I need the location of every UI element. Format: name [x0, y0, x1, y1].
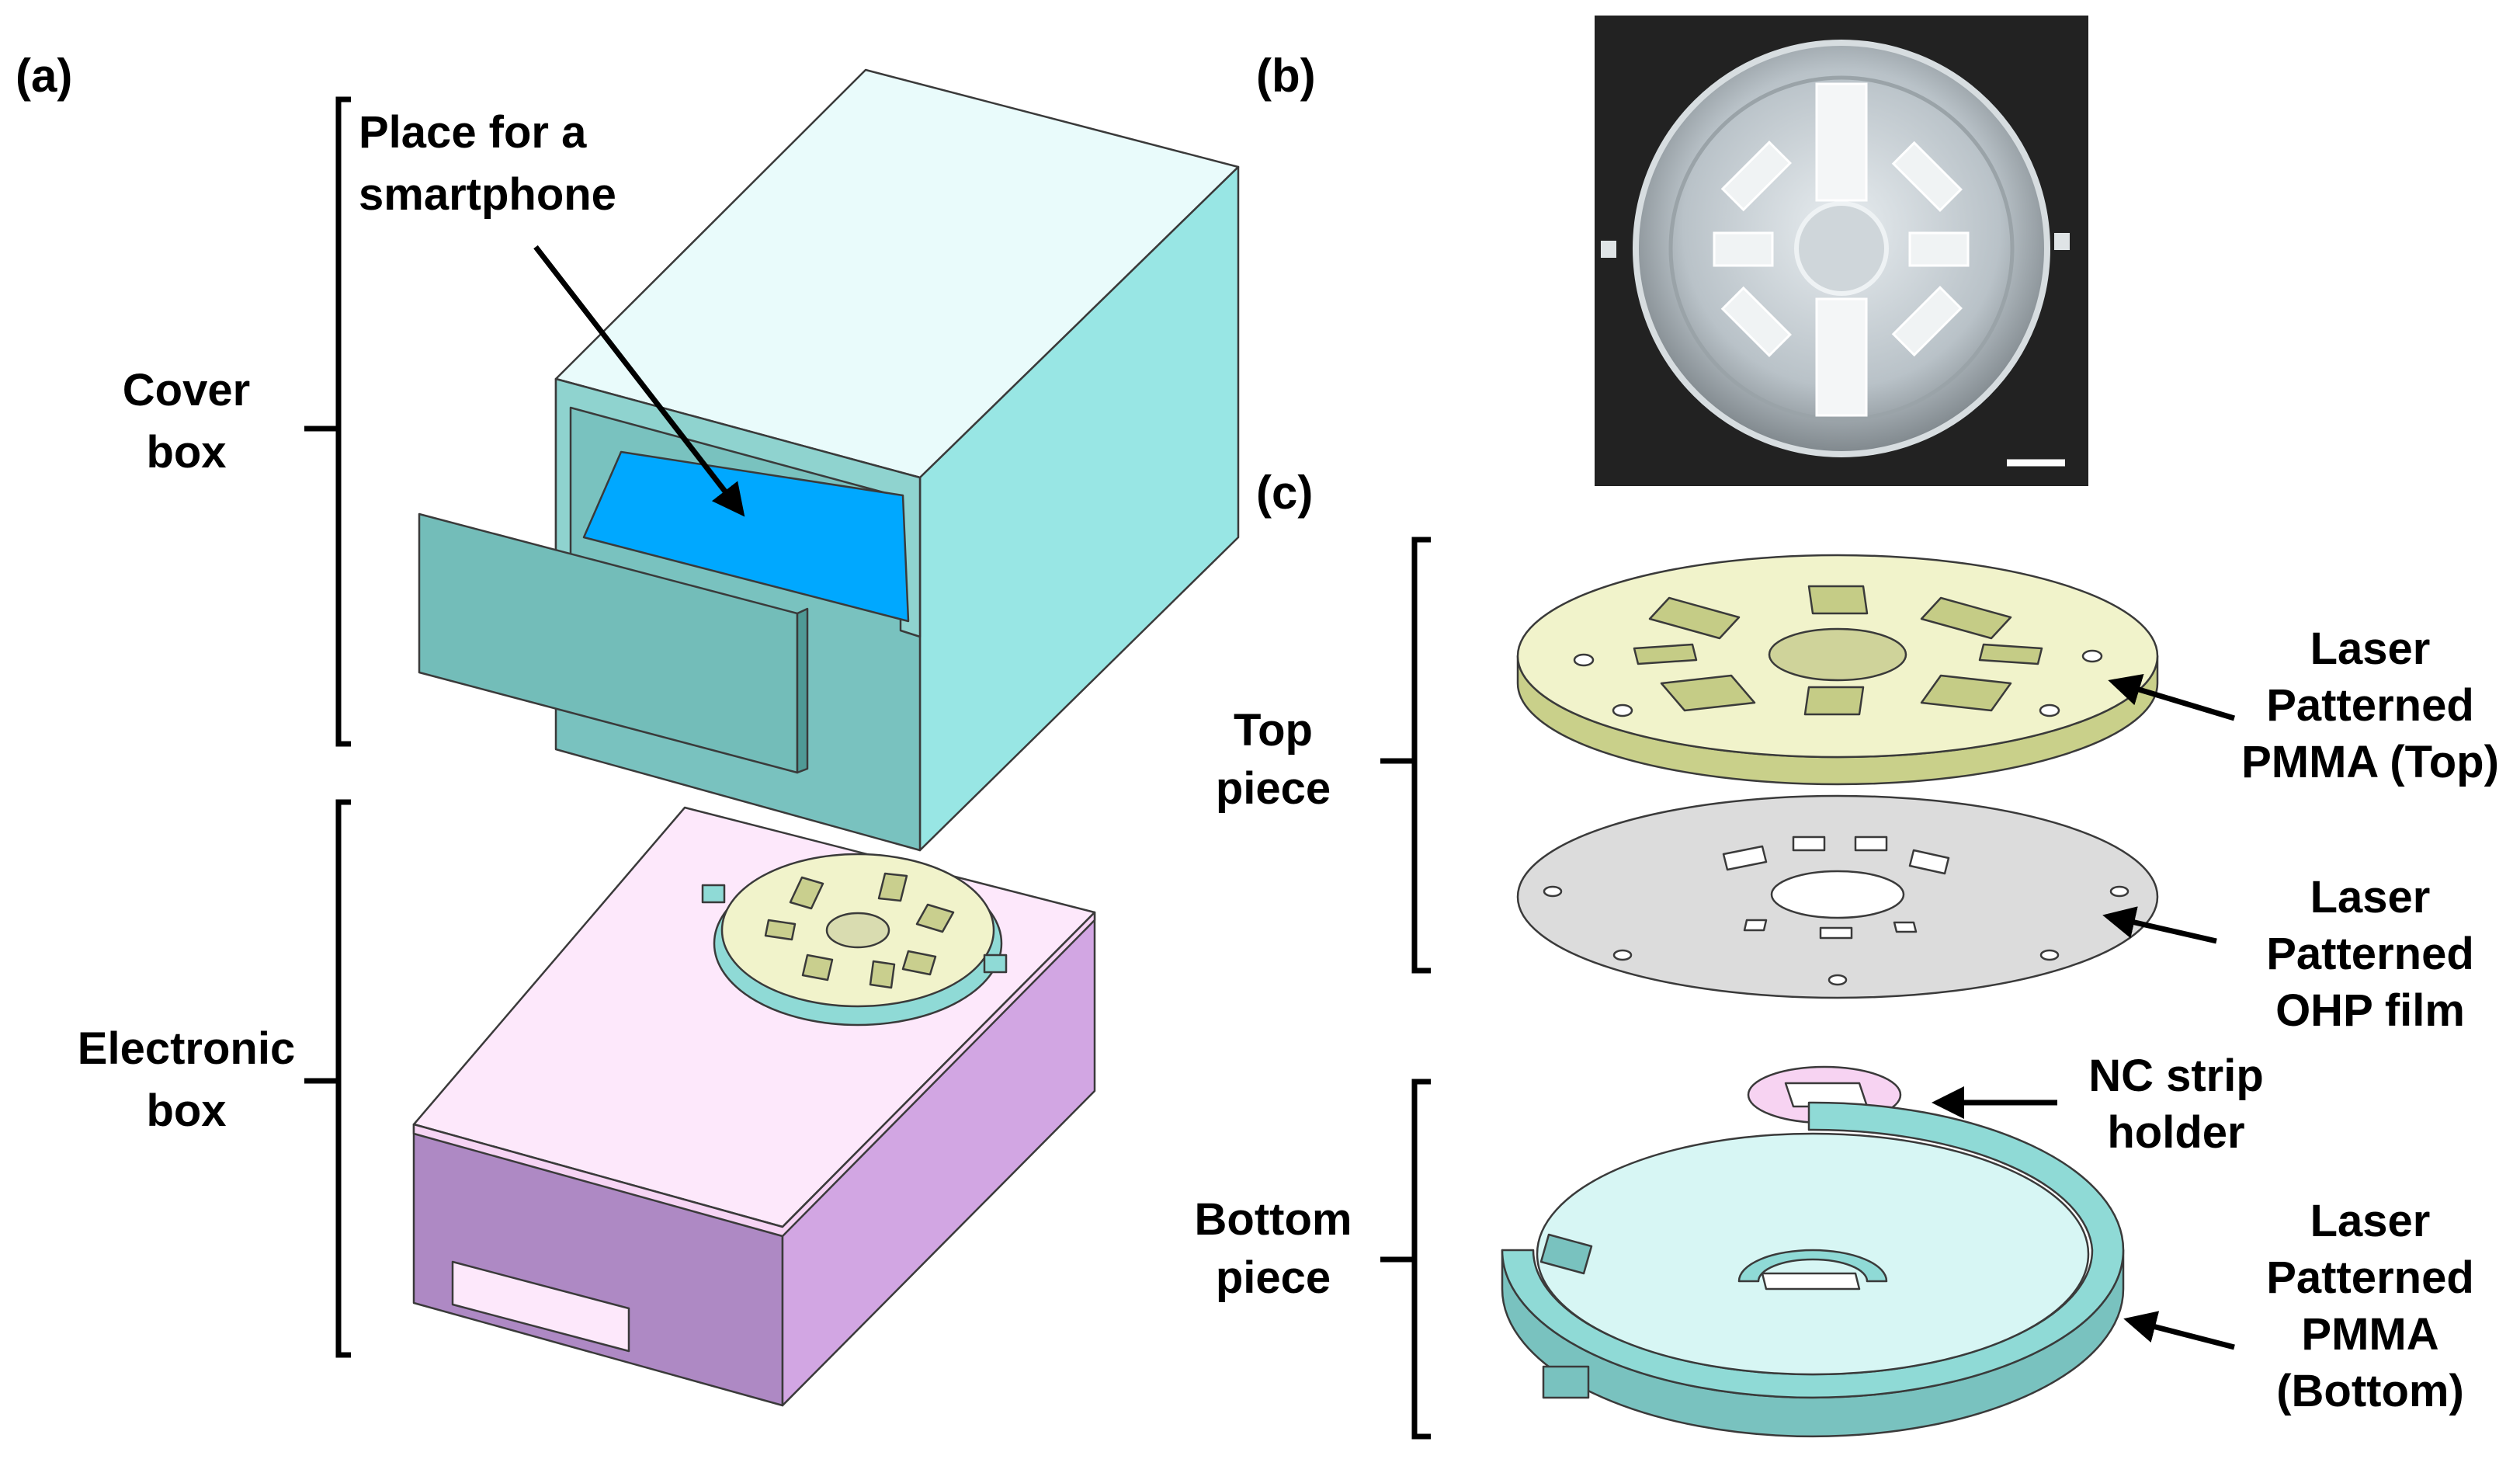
phone-label-line1: Place for a [359, 107, 587, 158]
pmma-bottom-strip-channel [1761, 1272, 1861, 1291]
pmma-top-window [1920, 674, 2012, 712]
pmma-top-label-line2: Patterned [2266, 680, 2474, 731]
pmma-bottom-label-line1: Laser [2310, 1196, 2431, 1246]
pmma-top-bolt-hole [1612, 703, 1633, 717]
ohp-film-cutout [1722, 845, 1768, 871]
pmma-top-window [1633, 643, 1698, 665]
ohp-film-cutout [1854, 835, 1888, 852]
pmma-top-label-line3: PMMA (Top) [2241, 737, 2499, 787]
bottom-piece-label-line1: Bottom [1195, 1194, 1352, 1245]
photo-inner-ring [1668, 75, 2015, 422]
photo-window [1720, 286, 1792, 357]
cartridge-photo [1595, 16, 2088, 486]
cartridge-tab [701, 884, 726, 904]
pmma-bottom-label-line3: PMMA [2301, 1309, 2438, 1360]
photo-window [1713, 231, 1774, 267]
cartridge-window [901, 950, 937, 976]
ohp-film-bolt-hole [1828, 974, 1848, 986]
pmma-bottom-label-line4: (Bottom) [2276, 1366, 2464, 1416]
ohp-film-cutout [1819, 926, 1853, 940]
top-piece-bracket [1411, 537, 1431, 974]
pmma-top-window [1660, 674, 1756, 712]
photo-window [1891, 286, 1963, 357]
nc-holder-label-line2: holder [2107, 1107, 2244, 1158]
pmma-bottom-tab [1542, 1365, 1590, 1399]
phone-arrow [533, 245, 745, 517]
panel-label-a: (a) [16, 50, 72, 102]
ohp-label-line2: Patterned [2266, 929, 2474, 979]
electronic-box [412, 806, 1096, 1407]
panel-label-c: (c) [1256, 467, 1313, 519]
pmma-top-arrow [2108, 673, 2236, 721]
cartridge-window [789, 876, 824, 910]
cover-box-label-line2: box [146, 427, 226, 478]
ohp-label-line1: Laser [2310, 872, 2431, 922]
pmma-bottom-notch [1539, 1233, 1593, 1275]
ohp-film-cutout [1893, 921, 1918, 933]
nc-holder-label-line1: NC strip [2088, 1051, 2264, 1101]
pmma-top-window [1807, 585, 1869, 615]
cartridge-window [869, 960, 896, 989]
phone-label-line2: smartphone [359, 169, 616, 220]
photo-window [1815, 297, 1868, 417]
electronic-box-bracket [335, 799, 351, 1358]
cover-box-label-line1: Cover [123, 365, 250, 415]
electronic-box-top-lip [412, 911, 1096, 1238]
cover-box [418, 68, 1240, 852]
ohp-label-line3: OHP film [2275, 985, 2465, 1036]
cartridge-window [801, 954, 834, 981]
ohp-film-center-hole [1770, 870, 1905, 919]
electronic-box-label-line1: Electronic [78, 1023, 295, 1074]
cartridge-tab [983, 954, 1008, 974]
top-piece-label-line2: piece [1216, 763, 1331, 814]
bottom-piece-label-line2: piece [1216, 1252, 1331, 1303]
photo-tab [1601, 241, 1616, 258]
ohp-arrow [2102, 906, 2217, 944]
ohp-film [1516, 794, 2159, 999]
cartridge-center-hole [825, 912, 890, 949]
cartridge-window [915, 903, 955, 933]
photo-window [1815, 82, 1868, 202]
ohp-film-bolt-hole [2109, 885, 2130, 898]
pmma-top-window [1978, 643, 2043, 665]
pmma-top-bolt-hole [1573, 653, 1595, 667]
panel-label-b: (b) [1256, 50, 1316, 102]
pmma-top-bolt-hole [2081, 649, 2103, 663]
photo-tab [2054, 233, 2070, 250]
pmma-top-window [1803, 686, 1865, 716]
cartridge-window [877, 872, 908, 902]
electronic-box-label-line2: box [146, 1086, 226, 1136]
pmma-top-center-hole [1768, 627, 1907, 682]
pmma-bottom-center-ring [1737, 1249, 1888, 1283]
ohp-film-bolt-hole [2039, 949, 2060, 961]
pmma-bottom-arrow [2123, 1311, 2235, 1350]
pmma-top-window [1920, 596, 2012, 640]
photo-window [1908, 231, 1970, 267]
ohp-film-cutout [1792, 835, 1826, 852]
pmma-top-window [1648, 596, 1741, 640]
mounted-cartridge [701, 853, 1008, 1027]
pmma-top-label-line1: Laser [2310, 624, 2431, 674]
top-piece-label-line1: Top [1234, 705, 1313, 756]
pmma-bottom-piece [1501, 1101, 2125, 1438]
ohp-film-cutout [1908, 849, 1950, 875]
ohp-film-cutout [1743, 919, 1768, 932]
slide-panel-edge [796, 607, 809, 774]
phone-slot [582, 450, 910, 623]
cartridge-window [764, 919, 797, 941]
photo-window [1720, 141, 1792, 212]
photo-center-ring [1794, 201, 1889, 296]
bottom-piece-bracket [1411, 1079, 1431, 1440]
ohp-film-bolt-hole [1612, 949, 1633, 961]
pmma-top-piece [1516, 554, 2159, 786]
pmma-bottom-label-line2: Patterned [2266, 1252, 2474, 1303]
ohp-film-bolt-hole [1543, 885, 1563, 898]
electronic-box-window [451, 1260, 630, 1353]
cover-box-bracket [335, 96, 351, 747]
pmma-top-bolt-hole [2039, 703, 2060, 717]
photo-window [1891, 141, 1963, 212]
